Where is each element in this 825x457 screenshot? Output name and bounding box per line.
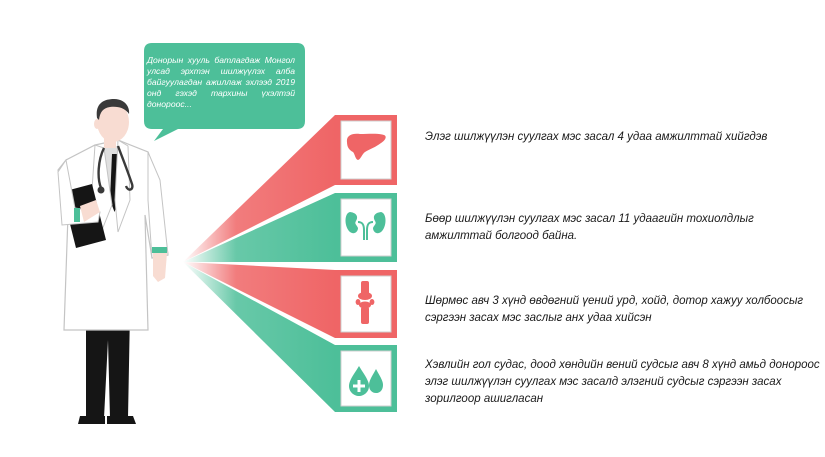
blood-drop-icon [349,366,383,396]
speech-bubble-text: Донорын хууль батлагдаж Монгол улсад эрх… [147,55,295,109]
doctor-head [97,102,129,142]
ray-3 [183,262,335,338]
item-text-4: Хэвлийн гол судас, доод хөндийн вений су… [425,359,820,405]
item-box-4 [335,345,397,412]
liver-icon [346,133,386,160]
rays [183,115,335,412]
doctor-hair [96,99,130,120]
item-text-2: Бөөр шилжүүлэн суулгах мэс засал 11 удаа… [425,213,754,242]
ray-1 [183,115,335,262]
stethoscope [97,145,134,191]
ray-2 [183,193,335,262]
kidney-icon [345,212,386,240]
item-box-3 [335,270,397,338]
item-text-3: Шөрмөс авч 3 хүнд өвдөгний үений урд, хо… [425,295,804,324]
speech-bubble [144,43,305,141]
joint-icon [355,281,375,324]
item-box-2 [335,193,397,262]
item-box-1 [335,115,397,185]
doctor-legs [78,312,136,424]
ray-4 [183,262,335,412]
doctor-figure [57,99,169,424]
item-text-1: Элэг шилжүүлэн суулгах мэс засал 4 удаа … [425,131,768,143]
